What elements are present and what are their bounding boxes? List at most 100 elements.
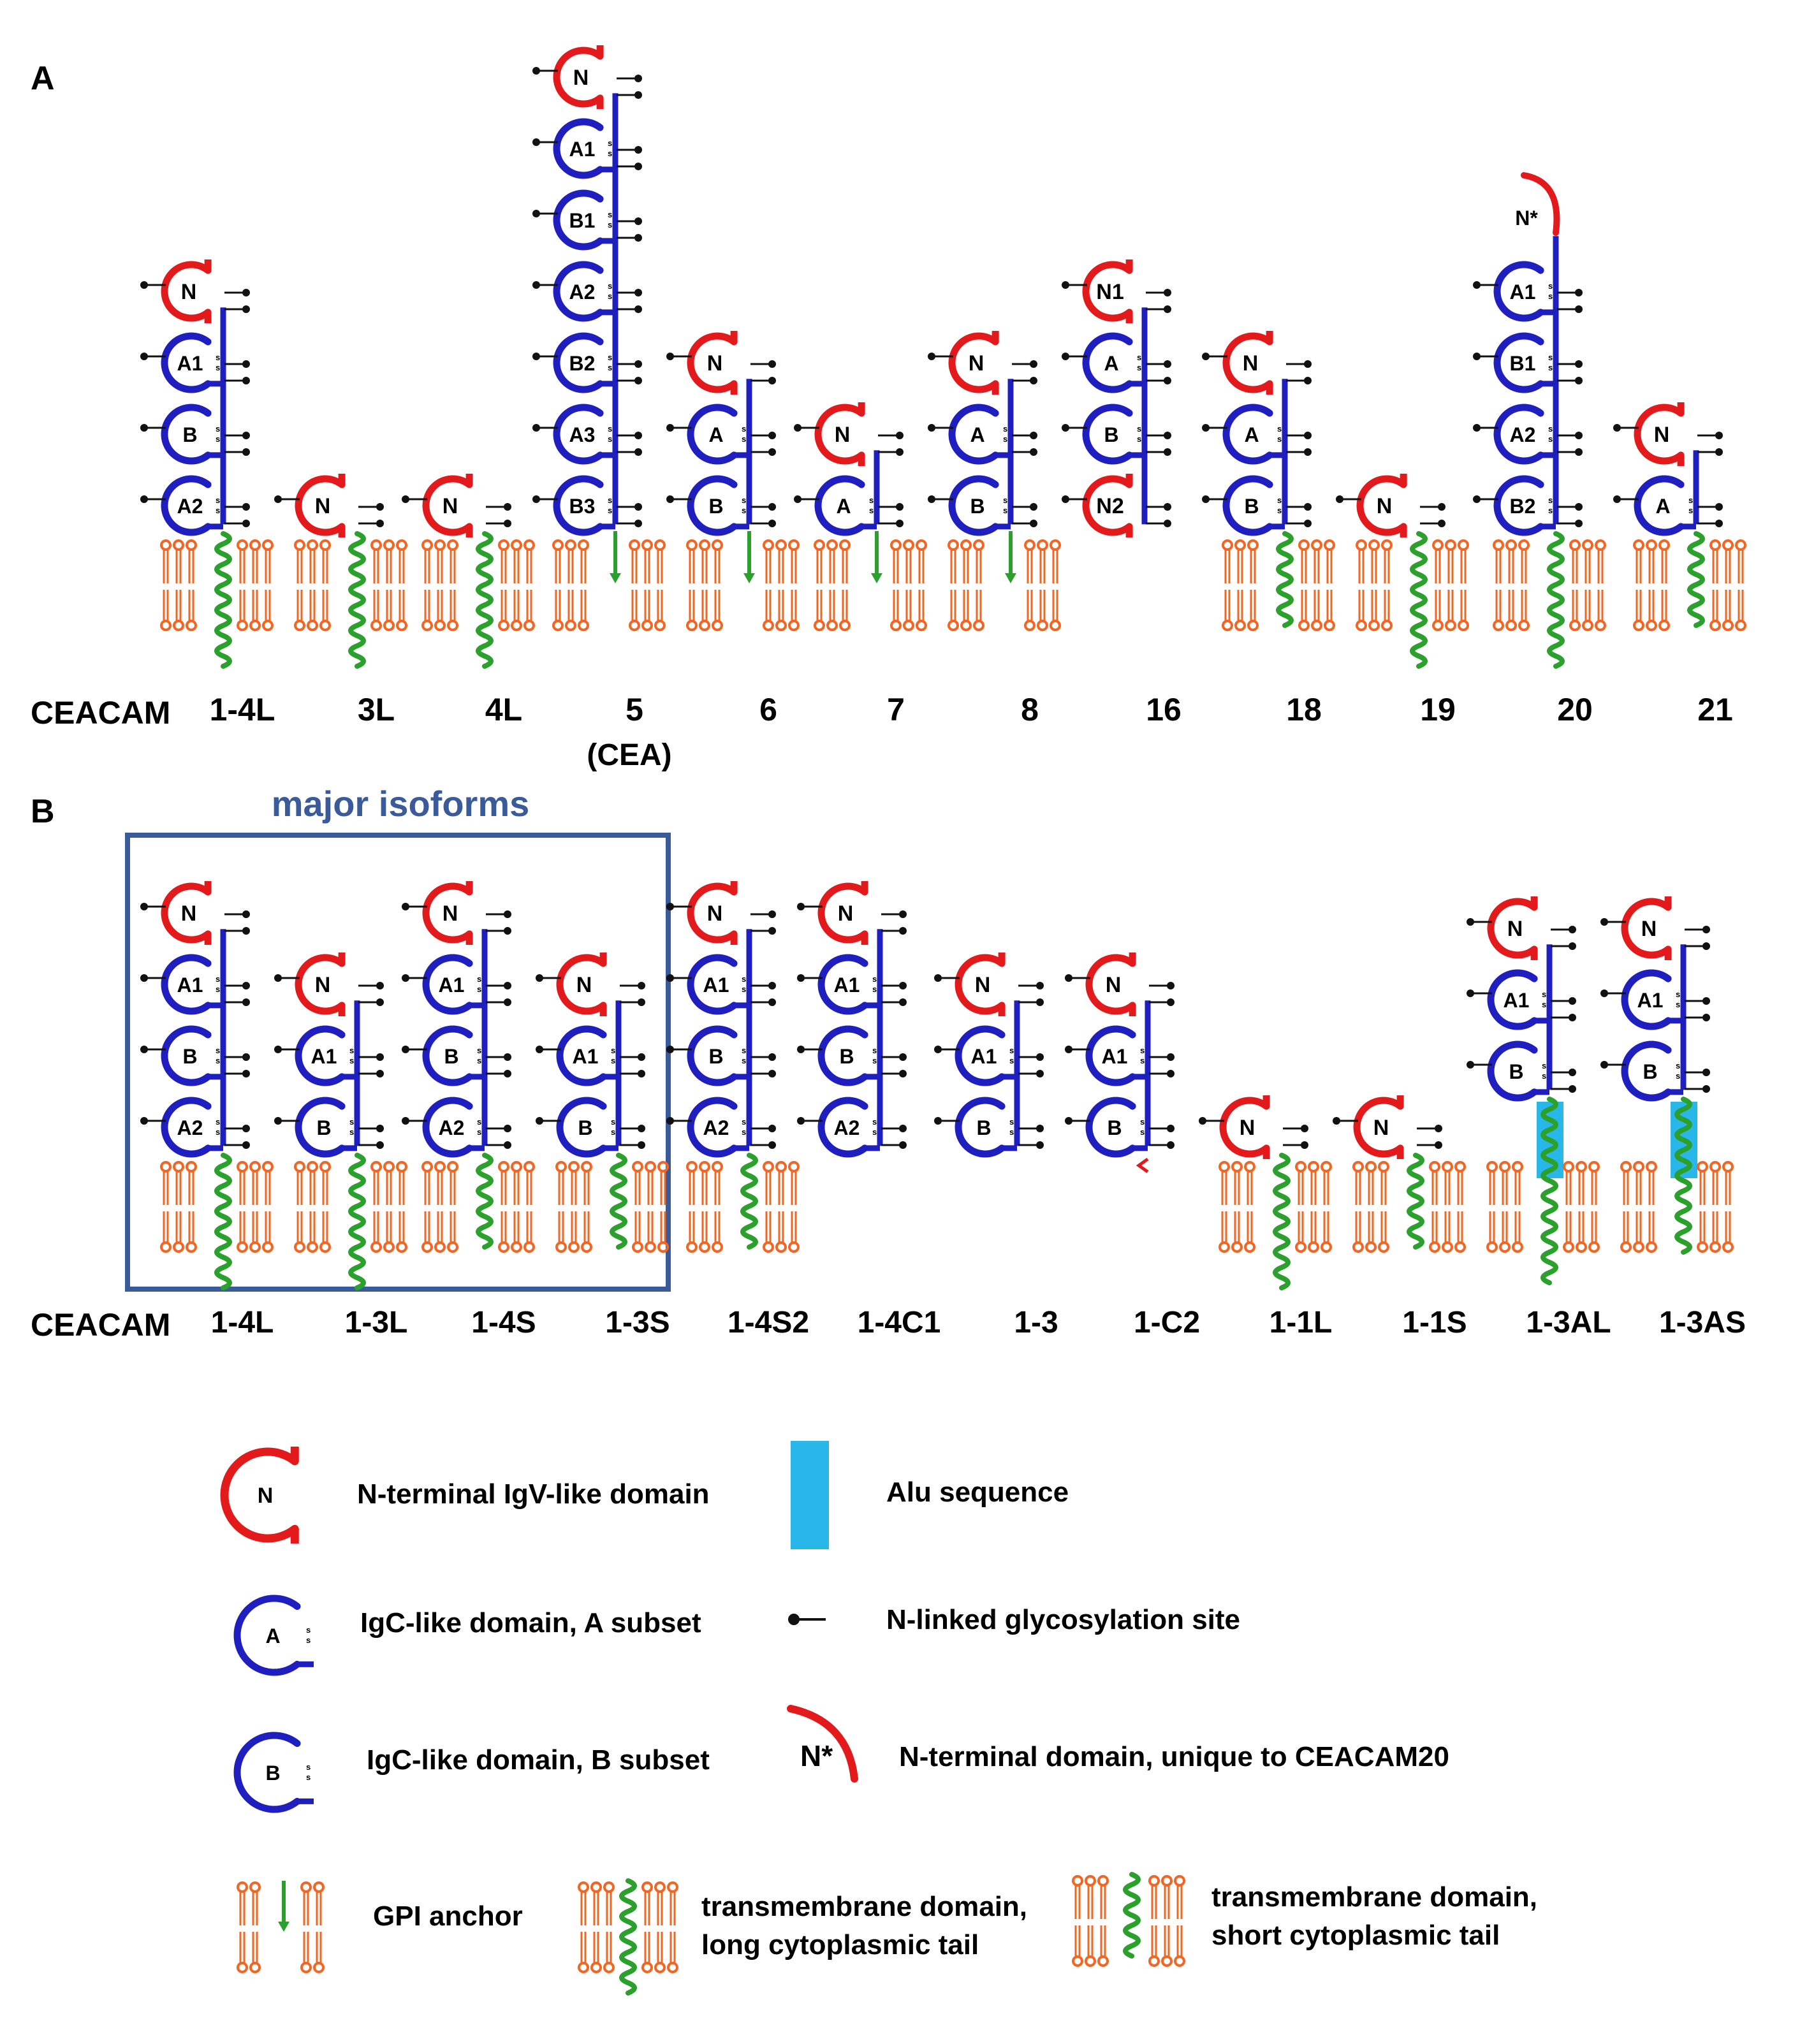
igc-domain-arc [553, 404, 604, 465]
disulfide-s-glyph: s [1676, 1061, 1680, 1070]
glycosylation-site-dot [1065, 1117, 1072, 1125]
glycosylation-site-dot [1473, 353, 1481, 360]
gpi-anchor-arrowhead [743, 573, 755, 583]
disulfide-s-glyph: s [1137, 353, 1141, 362]
igc-domain-arc [955, 1025, 1006, 1086]
transmembrane-helix [740, 1153, 758, 1250]
lipid-head [657, 1241, 669, 1253]
n-domain-arc [1082, 475, 1133, 536]
lipid-head [686, 1241, 698, 1253]
disulfide-s-glyph: s [216, 1056, 220, 1065]
n-domain-arc [1085, 954, 1136, 1015]
igc-domain-arc [233, 1595, 301, 1676]
glycosylation-site-dot [532, 424, 540, 432]
domain-label: N [1507, 917, 1523, 941]
disulfide-s-glyph: s [608, 291, 612, 301]
lipid-head [186, 1241, 197, 1253]
n-domain: N [948, 331, 999, 395]
domain-label: B [1509, 1060, 1523, 1083]
transmembrane-helix [1541, 1097, 1558, 1285]
n-domain: N [220, 1447, 299, 1544]
lipid-head [1588, 1161, 1600, 1172]
disulfide-s-glyph: s [608, 363, 612, 372]
lipid-head [1161, 1875, 1173, 1887]
glycosylation-site-dot [768, 520, 776, 527]
lipid-head [160, 620, 172, 631]
domain-label: A1 [1510, 281, 1536, 303]
disulfide-s-glyph: s [608, 138, 612, 148]
glycosylation-site-dot [634, 91, 642, 99]
membrane-bilayer [294, 539, 407, 631]
glycosylation-site-dot [1167, 982, 1175, 989]
domain-label: N [315, 494, 331, 518]
glycosylation-site-dot [1715, 503, 1723, 511]
igc-domain-arc [1621, 1040, 1672, 1102]
lipid-head [1486, 1161, 1498, 1172]
disulfide-s-glyph: s [608, 495, 612, 505]
n-domain: N [817, 881, 868, 945]
glycosylation-site-dot [1702, 997, 1710, 1005]
lipid-head [421, 1241, 433, 1253]
lipid-head [1311, 539, 1322, 551]
lipid-head [1234, 620, 1246, 631]
lipid-head [1324, 620, 1335, 631]
igc-domain-arc [817, 954, 868, 1015]
lipid-head [890, 620, 902, 631]
lipid-head [1633, 620, 1644, 631]
glycosylation-site-dot [1613, 424, 1621, 432]
domain-label: N [258, 1484, 274, 1508]
glycosylation-site-dot [1304, 432, 1312, 439]
lipid-head [568, 1241, 580, 1253]
transmembrane-helix [1407, 1153, 1424, 1250]
member-label: 8 [1021, 692, 1039, 727]
glycosylation-site-dot [1569, 1014, 1576, 1021]
glycosylation-site-dot [634, 305, 642, 313]
member-label: 1-3 [1014, 1306, 1058, 1340]
disulfide-s-glyph: s [742, 1046, 746, 1055]
lipid-head [1321, 1241, 1332, 1253]
igc-domain-arc [161, 1025, 212, 1086]
n-domain: N [1634, 402, 1685, 466]
lipid-head [1582, 539, 1593, 551]
glycosylation-site-dot [1304, 520, 1312, 527]
glycosylation-site-dot [896, 520, 904, 527]
domain-label: B [1107, 1116, 1122, 1139]
domain-label: N [1240, 1116, 1255, 1140]
n-domain-arc [556, 954, 607, 1015]
glycosylation-site-dot [504, 1125, 511, 1132]
lipid-head [434, 1241, 446, 1253]
lipid-head [511, 539, 522, 551]
glycosylation-site-dot [768, 448, 776, 456]
member-label: 19 [1420, 692, 1456, 727]
lipid-head [237, 1881, 248, 1893]
igc-domain-arc [687, 404, 738, 465]
lipid-head [421, 539, 433, 551]
domain-label: N [443, 902, 458, 926]
disulfide-s-glyph: s [608, 353, 612, 362]
glycosylation-site-dot [402, 903, 409, 910]
glycosylation-site-dot [376, 982, 384, 989]
lipid-head [1722, 539, 1734, 551]
membrane-bilayer [686, 1161, 800, 1253]
lipid-head [262, 1161, 274, 1172]
igc-domain-arc [422, 954, 473, 1015]
glycosylation-site-dot [794, 495, 801, 503]
n-domain-arc [1219, 1097, 1270, 1158]
glycosylation-site-dot [1062, 495, 1069, 503]
igc-domain-arc [553, 261, 604, 322]
lipid-head [641, 539, 653, 551]
glycosylation-site-dot [376, 503, 384, 511]
